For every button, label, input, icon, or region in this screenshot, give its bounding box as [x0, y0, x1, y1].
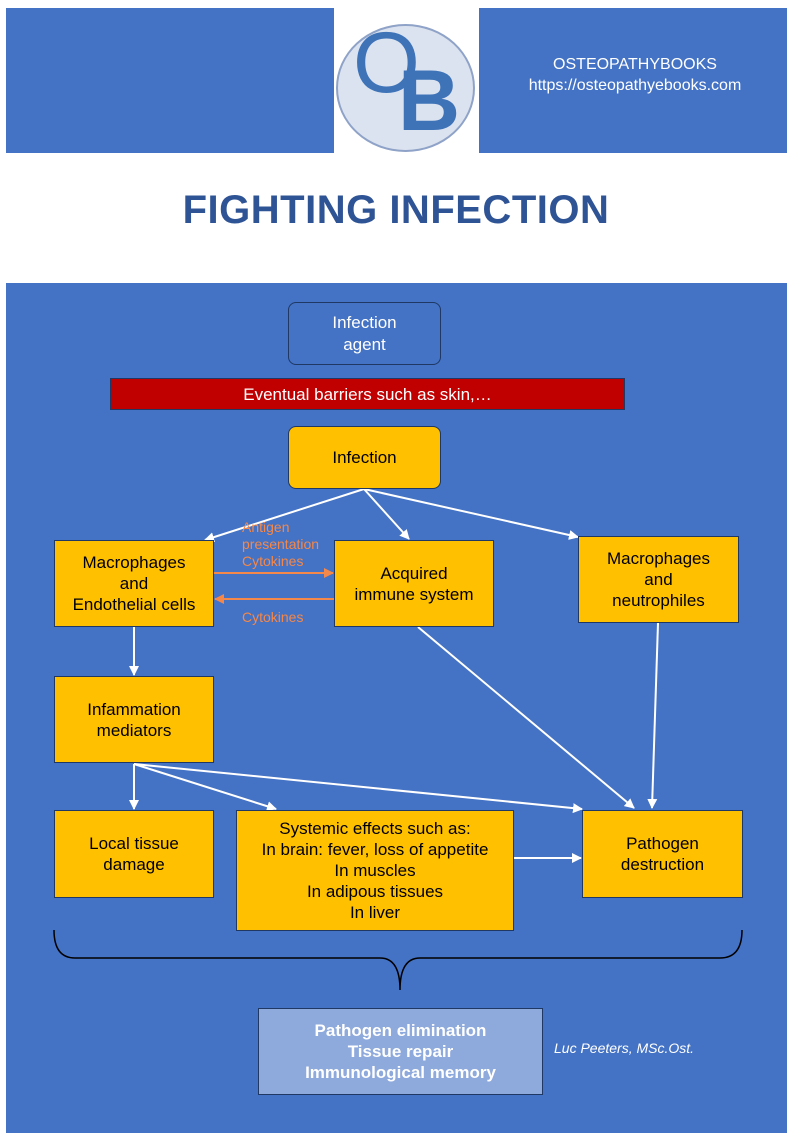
arrow-neutrophiles-to-pathogen — [647, 622, 659, 809]
logo-letter-o: O — [353, 15, 420, 111]
node-systemic-effects: Systemic effects such as: In brain: feve… — [236, 810, 514, 931]
node-macrophages-neutrophiles: Macrophages and neutrophiles — [578, 536, 739, 623]
node-line: Macrophages — [606, 549, 710, 568]
arrow-infection-to-acquired — [363, 488, 410, 540]
node-inflammation-mediators: Infammation mediators — [54, 676, 214, 763]
grouping-brace — [53, 929, 743, 991]
node-local-tissue-damage: Local tissue damage — [54, 810, 214, 898]
arrow-infection-to-macrophages-endothelial — [204, 488, 365, 543]
node-line: In adipous tissues — [306, 882, 444, 901]
node-line: Systemic effects such as: — [279, 819, 471, 838]
site-name: OSTEOPATHYBOOKS — [553, 56, 717, 73]
node-line: In muscles — [334, 861, 416, 880]
node-pathogen-destruction: Pathogen destruction — [582, 810, 743, 898]
node-line: Tissue repair — [347, 1042, 454, 1061]
page-title: FIGHTING INFECTION — [182, 188, 610, 232]
site-url[interactable]: https://osteopathyebooks.com — [528, 77, 742, 94]
edge-label-line: Antigen — [242, 519, 290, 535]
arrow-inflammation-to-systemic — [133, 763, 277, 812]
arrow-inflammation-to-pathogen — [133, 763, 583, 814]
node-infection: Infection — [288, 426, 441, 489]
node-line: Immunological memory — [305, 1063, 496, 1082]
edge-label-line: presentation — [242, 536, 320, 552]
node-line: Infection — [332, 312, 397, 332]
edge-label-cytokines: Cytokines — [242, 609, 304, 625]
node-line: Local tissue — [89, 834, 179, 853]
node-line: mediators — [96, 720, 172, 740]
logo-letter-b: B — [398, 53, 461, 149]
node-line: destruction — [620, 855, 705, 874]
header-text: OSTEOPATHYBOOKS https://osteopathyebooks… — [490, 54, 780, 96]
node-line: agent — [343, 334, 386, 354]
node-outcomes: Pathogen elimination Tissue repair Immun… — [258, 1008, 543, 1095]
arrow-acquired-to-pathogen — [417, 626, 635, 809]
node-line: Infammation — [87, 699, 181, 719]
node-line: Endothelial cells — [72, 595, 196, 614]
node-line: Pathogen elimination — [314, 1021, 487, 1040]
node-line: In liver — [349, 903, 401, 922]
node-line: damage — [103, 855, 165, 874]
node-line: neutrophiles — [612, 591, 705, 610]
node-line: and — [119, 574, 149, 593]
node-acquired-immune-system: Acquired immune system — [334, 540, 494, 627]
node-line: immune system — [354, 584, 474, 604]
logo-circle — [336, 24, 475, 152]
edge-label-antigen-cytokines: Antigen presentation Cytokines — [242, 519, 319, 570]
node-line: and — [644, 570, 673, 589]
node-line: Acquired — [380, 563, 448, 583]
author-credit: Luc Peeters, MSc.Ost. — [554, 1040, 695, 1056]
arrow-infection-to-macrophages-neutrophiles — [363, 488, 579, 540]
node-line: Macrophages — [82, 553, 186, 572]
edge-label-line: Cytokines — [242, 553, 304, 569]
node-line: In brain: fever, loss of appetite — [261, 840, 489, 859]
node-barriers: Eventual barriers such as skin,… — [110, 378, 625, 410]
node-macrophages-endothelial: Macrophages and Endothelial cells — [54, 540, 214, 627]
node-line: Pathogen — [626, 834, 699, 853]
node-infection-agent: Infection agent — [288, 302, 441, 365]
